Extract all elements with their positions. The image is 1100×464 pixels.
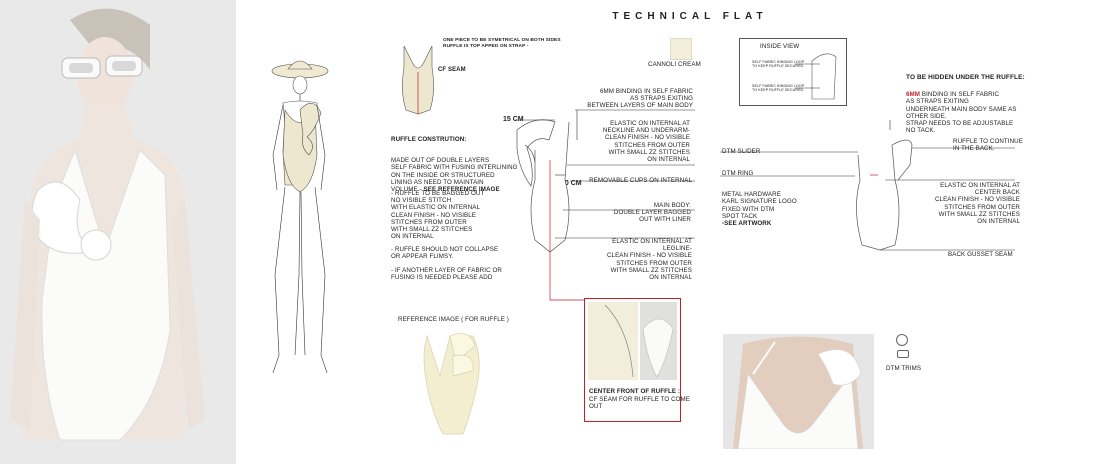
dtm-ring-icon [896, 334, 908, 346]
inside-view-note-2: SELF FABRIC BINDING LOOP TO KEEP RUFFLE … [752, 84, 805, 93]
inside-view-label: INSIDE VIEW [760, 43, 800, 50]
ruffle-bullet-1: - RUFFLE TO BE BAGGED OUT NO VISIBLE STI… [391, 190, 485, 241]
ruffle-continue-note: RUFFLE TO CONTINUE IN THE BACK. [953, 138, 1023, 153]
hidden-ruffle-body: BINDING IN SELF FABRIC AS STRAPS EXITING… [906, 91, 1017, 135]
figure-sketch [255, 55, 345, 380]
swatch-label: CANNOLI CREAM [648, 61, 701, 68]
dtm-trims-label: DTM TRIMS [886, 365, 922, 372]
page-title: TECHNICAL FLAT [612, 11, 768, 22]
ruffle-bullet-2: - RUFFLE SHOULD NOT COLLAPSE OR APPEAR F… [391, 246, 499, 261]
model-photo [0, 0, 236, 464]
center-front-heading: CENTER FRONT OF RUFFLE : [589, 388, 681, 395]
ruffle-bullet-3: - IF ANOTHER LAYER OF FABRIC OR FUSING I… [391, 267, 502, 282]
hardware-note: METAL HARDWARE KARL SIGNATURE LOGO FIXED… [722, 184, 797, 227]
ruffle-construction-intro: MADE OUT OF DOUBLE LAYERS SELF FABRIC WI… [391, 150, 526, 193]
ruffle-intro-bold: SEE REFERENCE IMAGE [423, 186, 500, 194]
back-view-photo [723, 334, 874, 449]
callout-elastic-neckline: ELASTIC ON INTERNAL AT NECKLINE AND UNDE… [602, 120, 690, 164]
hidden-ruffle-red: 6MM [906, 91, 921, 99]
color-swatch [670, 38, 692, 60]
center-front-text: CF SEAM FOR RUFFLE TO COME OUT [589, 396, 691, 411]
elastic-back-note: ELASTIC ON INTERNAL AT CENTER BACK CLEAN… [934, 182, 1020, 226]
cf-seam-label: CF SEAM [438, 67, 466, 73]
dtm-ring-label: DTM RING [722, 170, 754, 177]
ruffle-construction-heading: RUFFLE CONSTRUTION: [391, 136, 467, 143]
hidden-ruffle-text: 6MM BINDING IN SELF FABRIC AS STRAPS EXI… [906, 84, 1031, 134]
back-gusset-label: BACK GUSSET SEAM [948, 251, 1013, 258]
center-front-detail [584, 298, 681, 422]
callout-removable-cups: REMOVABLE CUPS ON INTERNAL [589, 177, 692, 184]
callout-binding: 6MM BINDING IN SELF FABRIC AS STRAPS EXI… [587, 88, 693, 110]
hidden-ruffle-heading: TO BE HIDDEN UNDER THE RUFFLE: [906, 74, 1025, 81]
front-flat-drawing [505, 100, 705, 315]
inside-view-note-1: SELF FABRIC BINDING LOOP TO KEEP RUFFLE … [752, 60, 805, 69]
reference-image [415, 326, 490, 441]
ruffle-intro-text: MADE OUT OF DOUBLE LAYERS SELF FABRIC WI… [391, 157, 518, 194]
back-flat-drawing [720, 120, 1020, 265]
reference-image-label: REFERENCE IMAGE ( FOR RUFFLE ) [398, 316, 509, 323]
inside-view-box [739, 38, 847, 106]
dtm-slider-icon [897, 350, 909, 358]
callout-elastic-legline: ELASTIC ON INTERNAL AT LEGLINE- CLEAN FI… [606, 238, 692, 282]
hardware-artwork: -SEE ARTWORK [722, 220, 772, 228]
top-symmetry-note: ONE PIECE TO BE SYMETRICAL ON BOTH SIDES… [443, 38, 561, 49]
callout-main-body: MAIN BODY: DOUBLE LAYER BAGGED OUT WITH … [613, 202, 691, 224]
dimension-10cm: 10 CM [561, 180, 582, 187]
hardware-text: METAL HARDWARE KARL SIGNATURE LOGO FIXED… [722, 191, 797, 220]
small-front-view [398, 42, 438, 117]
dtm-slider-label: DTM SLIDER [722, 148, 761, 155]
dimension-15cm: 15 CM [503, 116, 524, 123]
